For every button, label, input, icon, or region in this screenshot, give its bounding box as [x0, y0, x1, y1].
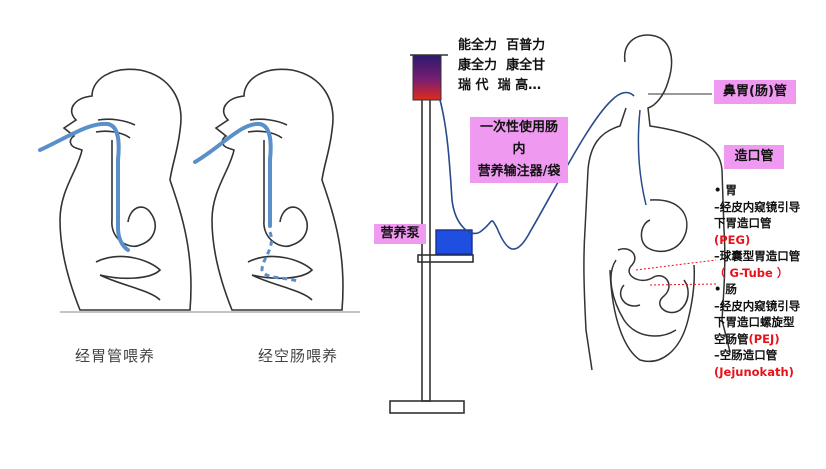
- label-feeding-pump: 营养泵: [374, 224, 426, 244]
- product-brand-list: 能全力 百普力 康全力 康全甘 瑞 代 瑞 高…: [458, 36, 545, 96]
- brand-baipuli: 百普力: [506, 38, 546, 53]
- brand-ruidai: 瑞 代: [458, 78, 489, 93]
- jejunal-tube-extension: [260, 231, 301, 284]
- brand-kangquanli: 康全力: [458, 58, 498, 73]
- brand-kangquangan: 康全甘: [506, 58, 546, 73]
- brand-ruigao: 瑞 高…: [497, 78, 542, 93]
- brand-nengquanli: 能全力: [458, 38, 498, 53]
- jejunal-feeding-figure: [211, 68, 344, 311]
- caption-jejunal-feeding: 经空肠喂养: [258, 347, 339, 365]
- route-intestine-header: • 肠: [714, 282, 737, 296]
- label-disposable-infusion-set: 一次性使用肠 内 营养输注器/袋: [470, 117, 568, 183]
- peg-abbr: (PEG): [714, 232, 751, 247]
- ostomy-route-list: • 胃 –经皮内窥镜引导 下胃造口管 (PEG) –球囊型胃造口管 （ G-Tu…: [714, 183, 801, 379]
- route-stomach-header: • 胃: [714, 183, 737, 197]
- caption-gastric-feeding: 经胃管喂养: [75, 347, 156, 365]
- feeding-bag: [412, 54, 442, 101]
- gastric-tube: [38, 121, 130, 252]
- pump-box: [435, 229, 473, 255]
- jejunokath-abbr: (Jejunokath): [714, 364, 794, 379]
- jejunal-tube: [193, 121, 273, 228]
- pej-abbr: (PEJ): [748, 331, 780, 346]
- label-ostomy-tube: 造口管: [724, 145, 784, 169]
- body-outline: [583, 34, 731, 371]
- label-nasogastric-tube: 鼻胃(肠)管: [714, 80, 796, 104]
- infusion-line: [439, 91, 635, 250]
- gastric-feeding-figure: [59, 68, 192, 311]
- gtube-abbr: （ G-Tube ）: [714, 265, 789, 280]
